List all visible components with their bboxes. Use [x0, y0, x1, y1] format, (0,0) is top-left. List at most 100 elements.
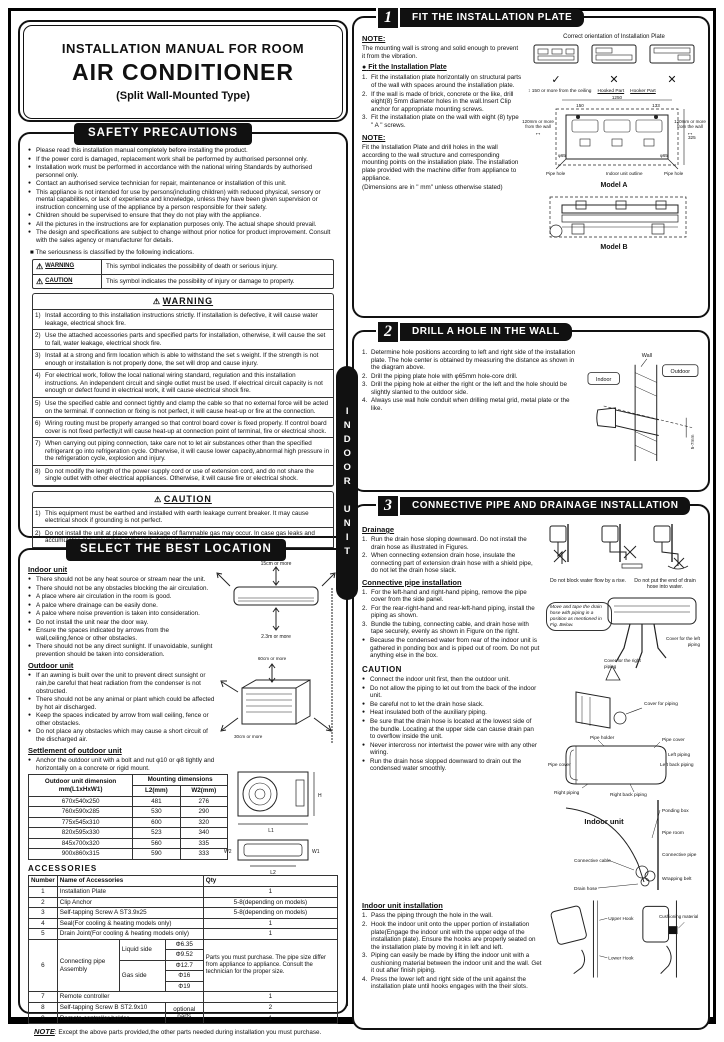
- svg-text:Ponding box: Ponding box: [662, 808, 689, 814]
- svg-text:Lower Hook: Lower Hook: [608, 956, 634, 962]
- svg-text:Left piping: Left piping: [668, 752, 690, 758]
- svg-text:H: H: [318, 793, 322, 799]
- list-item: Pass the piping through the hole in the …: [362, 912, 493, 920]
- list-item: Be sure that the drain hose is located a…: [362, 718, 540, 741]
- step3-caution-title: CAUTION: [362, 664, 402, 674]
- step1-note3-text: (Dimensions are in " mm" unless otherwis…: [362, 184, 503, 192]
- list-item: Please read this installation manual com…: [28, 147, 338, 155]
- warning-triangle-icon: ⚠: [36, 276, 44, 286]
- step1-note-label: NOTE:: [362, 34, 386, 43]
- svg-text:Upper Hook: Upper Hook: [608, 917, 634, 923]
- safety-precautions-section: SAFETY PRECAUTIONS Please read this inst…: [18, 123, 348, 570]
- svg-text:1250: 1250: [612, 95, 623, 100]
- drainage-caption-2: Do not put the end of drain hose into wa…: [634, 578, 696, 591]
- list-item: There should not be any heat source or s…: [28, 576, 216, 584]
- title-line-1: INSTALLATION MANUAL FOR ROOM: [61, 40, 305, 56]
- ponding-box-figure: Indoor unit Ponding box Pipe room Connec…: [565, 800, 697, 892]
- svg-text:Pipe holder: Pipe holder: [590, 735, 615, 741]
- list-item: This equipment must be earthed and insta…: [33, 508, 333, 528]
- svg-text:Pipe hole: Pipe hole: [546, 171, 566, 176]
- model-b-figure: [549, 196, 687, 238]
- wall-clearance-left: 120mm or more from the wall ↔: [522, 118, 554, 137]
- left-column: INSTALLATION MANUAL FOR ROOM AIR CONDITI…: [18, 20, 348, 1036]
- safety-bullet-list: Please read this installation manual com…: [28, 147, 338, 245]
- list-item: For the left-hand and right-hand piping,…: [362, 588, 527, 604]
- cover-for-piping-figure: Cover for piping: [546, 688, 700, 732]
- step2-item-list: Determine hole positions according to le…: [362, 349, 580, 412]
- svg-text:Connective pipe: Connective pipe: [662, 852, 697, 858]
- list-item: Contact an authorised service technician…: [28, 180, 338, 188]
- svg-text:Connective cable: Connective cable: [574, 858, 611, 864]
- cover-right-label: Cover for the right piping: [604, 658, 641, 669]
- warning-triangle-icon: ⚠: [154, 494, 162, 504]
- list-item: A palce where noise prevention is taken …: [28, 610, 216, 618]
- step3-caution-list: Connect the indoor unit first, then the …: [362, 676, 540, 773]
- title-line-3: (Split Wall-Mounted Type): [116, 90, 250, 102]
- accessories-note: NOTE: Except the above parts provided,th…: [34, 1027, 322, 1037]
- svg-text:Indoor: Indoor: [596, 377, 611, 383]
- step1-header: 1 FIT THE INSTALLATION PLATE: [376, 6, 585, 30]
- clearance-diagram: 15cm or more 2.3m or more 60cm or more: [216, 561, 336, 744]
- settlement-list: Anchor the outdoor unit with a bolt and …: [28, 757, 216, 772]
- manual-title-box: INSTALLATION MANUAL FOR ROOM AIR CONDITI…: [18, 20, 348, 122]
- list-item: For the rear-right-hand and rear-left-ha…: [362, 604, 535, 620]
- step2-title: DRILL A HOLE IN THE WALL: [400, 323, 572, 341]
- svg-text:Pipe hole: Pipe hole: [664, 171, 684, 176]
- settlement-title: Settlement of outdoor unit: [28, 746, 122, 756]
- indoor-unit-title: Indoor unit: [28, 565, 68, 574]
- step2-section: 2 DRILL A HOLE IN THE WALL Determine hol…: [352, 320, 710, 492]
- table-row: Φ19: [29, 980, 338, 993]
- list-item: Anchor the outdoor unit with a bolt and …: [28, 757, 216, 772]
- svg-text:133: 133: [652, 103, 660, 108]
- list-item: Piping can easily be made by lifting the…: [362, 952, 542, 975]
- drainage-title: Drainage: [362, 525, 395, 534]
- svg-text:Pipe room: Pipe room: [662, 830, 684, 836]
- warning-box: ⚠ WARNING Install according to this inst…: [32, 293, 334, 487]
- step2-header: 2 DRILL A HOLE IN THE WALL: [376, 320, 572, 344]
- list-item: Do not install the unit near the door wa…: [28, 619, 216, 627]
- rear-piping-svg: [605, 597, 697, 681]
- cover-piping-label: Cover for piping: [644, 702, 678, 708]
- list-item: A place where air circulation in the roo…: [28, 593, 216, 601]
- list-item: This appliance is not intended for use b…: [28, 189, 338, 212]
- svg-text:15cm or more: 15cm or more: [261, 561, 292, 567]
- install-item-list: Pass the piping through the hole in the …: [362, 912, 542, 990]
- list-item: Wiring routing must be properly arranged…: [33, 418, 333, 439]
- drainage-caption-1: Do not block water flow by a rise.: [549, 578, 627, 584]
- list-item: Use the attached accessories parts and s…: [33, 330, 333, 351]
- indoor-bullet-list: There should not be any heat source or s…: [28, 576, 216, 658]
- cross-icon: ✕: [609, 74, 618, 86]
- cover-for-piping-svg: [575, 691, 643, 730]
- svg-text:150: 150: [576, 103, 584, 108]
- list-item: Run the drain hose slopped downward to d…: [362, 758, 540, 773]
- list-item: Hook the indoor unit onto the upper port…: [362, 921, 536, 951]
- list-item: Use the specified cable and connect tigh…: [33, 398, 333, 419]
- step3-title: CONNECTIVE PIPE AND DRAINAGE INSTALLATIO…: [400, 497, 691, 515]
- list-item: Ensure the spaces indicated by arrows fr…: [28, 627, 216, 642]
- step3-figures: Do not block water flow by a rise. Do no…: [546, 522, 700, 894]
- svg-text:L1: L1: [268, 828, 274, 834]
- list-item: Fit the installation plate horizontally …: [362, 74, 522, 90]
- wall-clearance-right: 120mm or more from the wall ↔: [674, 118, 706, 137]
- table-row: Φ16: [29, 970, 338, 982]
- cross-icon: ✕: [667, 74, 676, 86]
- table-row: Φ9.52: [29, 949, 338, 961]
- svg-text:Right back piping: Right back piping: [610, 792, 647, 798]
- list-item: Fit the installation plate on the wall w…: [362, 114, 519, 129]
- warning-triangle-icon: ⚠: [36, 262, 44, 272]
- list-item: Do not modify the length of the power su…: [33, 466, 333, 486]
- svg-text:Wrapping belt: Wrapping belt: [662, 876, 692, 882]
- warning-item-list: Install according to this installation i…: [33, 310, 333, 486]
- list-item: Heat insulated both of the auxiliary pip…: [362, 709, 540, 717]
- step1-section: 1 FIT THE INSTALLATION PLATE NOTE: The m…: [352, 6, 710, 318]
- list-item: Do not place any obstacles which may cau…: [28, 728, 216, 743]
- list-item: If the power cord is damaged, replacemen…: [28, 156, 338, 164]
- list-item: Bundle the tubing, connecting cable, and…: [362, 620, 529, 636]
